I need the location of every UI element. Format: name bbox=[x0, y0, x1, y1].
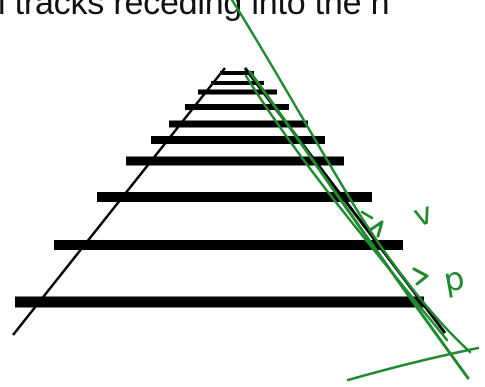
annotation-arrow-lower bbox=[414, 269, 427, 284]
green-annotations bbox=[232, 0, 478, 380]
label-p: p bbox=[441, 259, 468, 300]
label-v: v bbox=[409, 196, 437, 235]
railroad-ties bbox=[15, 73, 424, 302]
annotation-tick-top bbox=[362, 212, 372, 218]
